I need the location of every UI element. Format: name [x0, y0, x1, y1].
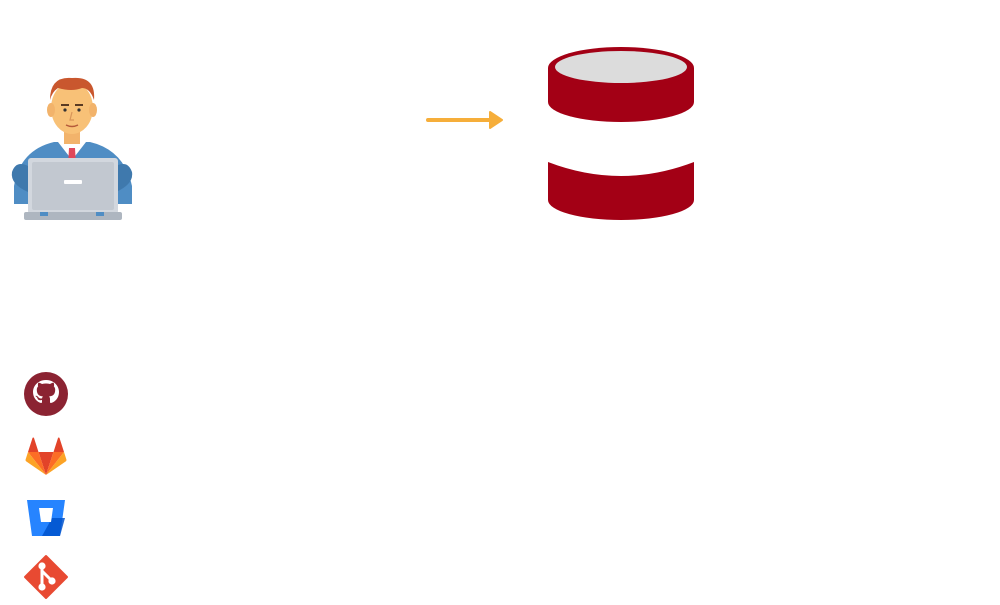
bitbucket-icon [27, 500, 65, 536]
github-icon [24, 372, 68, 416]
database-icon [548, 47, 694, 220]
arrow-right-icon [426, 111, 503, 129]
developer-laptop-icon [11, 77, 133, 220]
gitlab-icon [25, 437, 67, 475]
git-icon [24, 555, 68, 599]
